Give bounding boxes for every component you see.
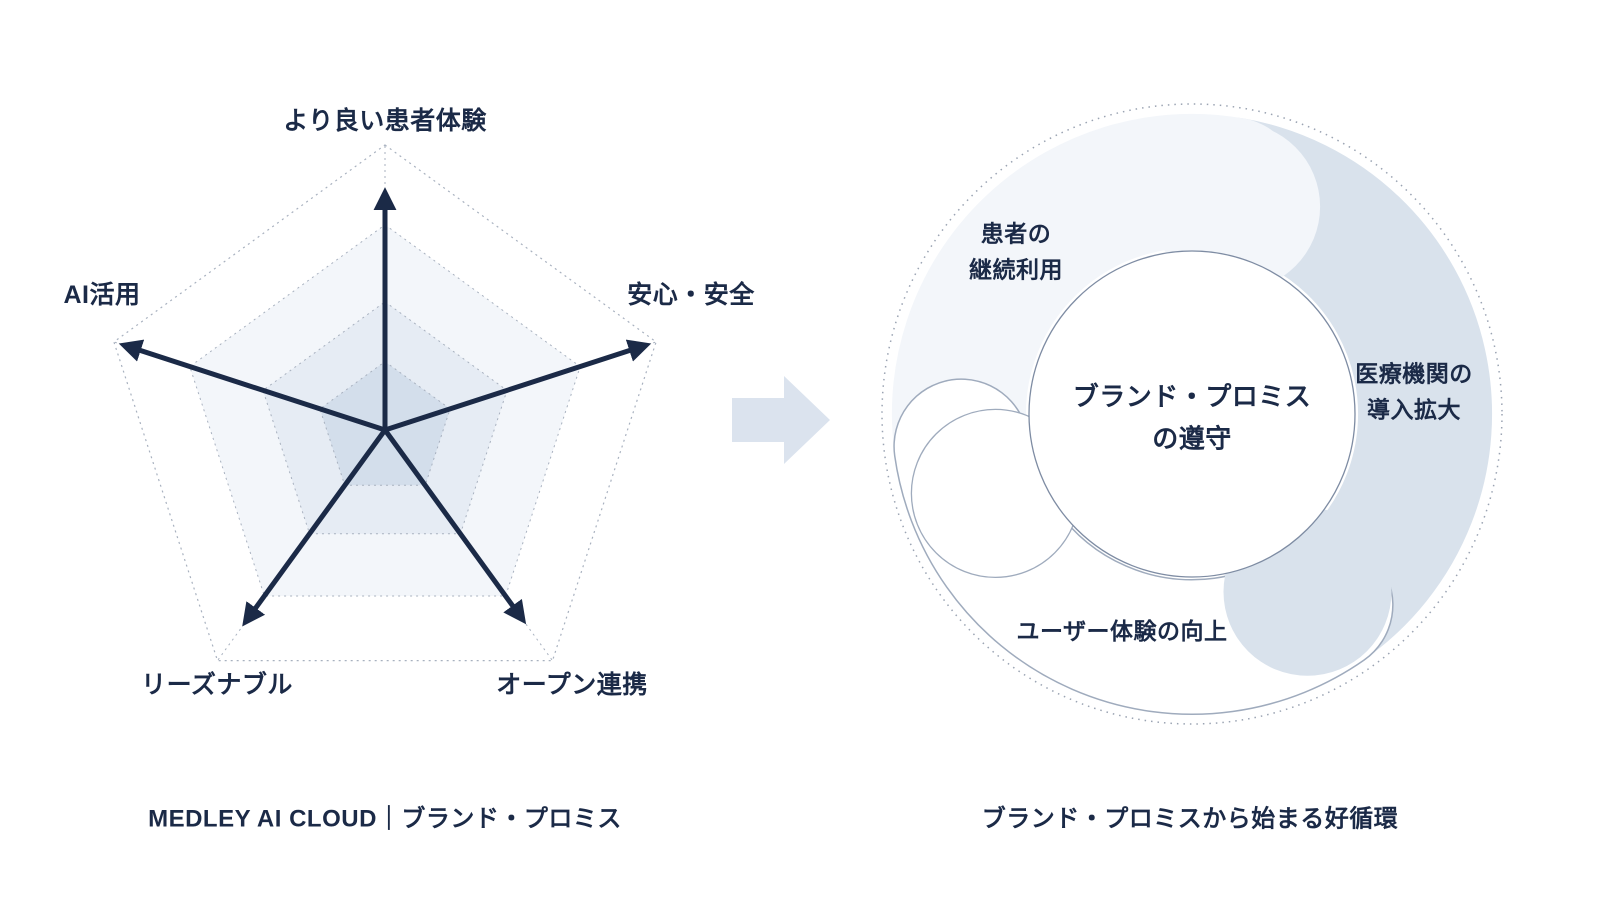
cycle-label-patient-retention-line1: 患者の <box>980 220 1052 247</box>
radar-arrows <box>118 187 652 627</box>
cycle-diagram <box>881 103 1503 725</box>
cycle-caption: ブランド・プロミスから始まる好循環 <box>981 805 1399 833</box>
cycle-label-institution-adoption-line1: 医療機関の <box>1355 360 1473 387</box>
radar-caption: MEDLEY AI CLOUD｜ブランド・プロミス <box>148 805 622 833</box>
cycle-label-patient-retention: 患者の 継続利用 <box>969 216 1063 287</box>
radar-arrow-lower-right <box>382 428 527 625</box>
radar-axis-label-ai-utilization: AI活用 <box>63 281 141 309</box>
radar-chart <box>113 144 657 662</box>
radar-axis-label-patient-experience: より良い患者体験 <box>283 107 487 135</box>
cycle-label-user-experience: ユーザー体験の向上 <box>1016 618 1228 645</box>
cycle-inner-circle <box>1028 250 1356 578</box>
cycle-label-institution-adoption-line2: 導入拡大 <box>1367 396 1461 422</box>
cycle-label-institution-adoption: 医療機関の 導入拡大 <box>1355 356 1473 427</box>
radar-axis-label-reasonable: リーズナブル <box>141 671 293 699</box>
radar-arrow-lower-left <box>242 428 388 627</box>
transition-arrow-icon <box>732 376 830 464</box>
cycle-center-text-line1: ブランド・プロミス <box>1072 381 1312 412</box>
cycle-center-text-line2: の遵守 <box>1152 423 1232 453</box>
cycle-label-patient-retention-line2: 継続利用 <box>969 256 1063 282</box>
radar-axis-label-safety: 安心・安全 <box>627 281 755 309</box>
cycle-ring-segments <box>891 113 1493 715</box>
radar-arrow-upper-right <box>384 339 652 433</box>
cycle-center-text: ブランド・プロミス の遵守 <box>1073 376 1312 459</box>
cycle-outer-dotted-circle <box>881 103 1503 725</box>
radar-axis-label-open-collaboration: オープン連携 <box>496 671 648 699</box>
cycle-segment-light-head <box>1152 122 1321 291</box>
radar-arrow-upper-left <box>118 339 386 433</box>
